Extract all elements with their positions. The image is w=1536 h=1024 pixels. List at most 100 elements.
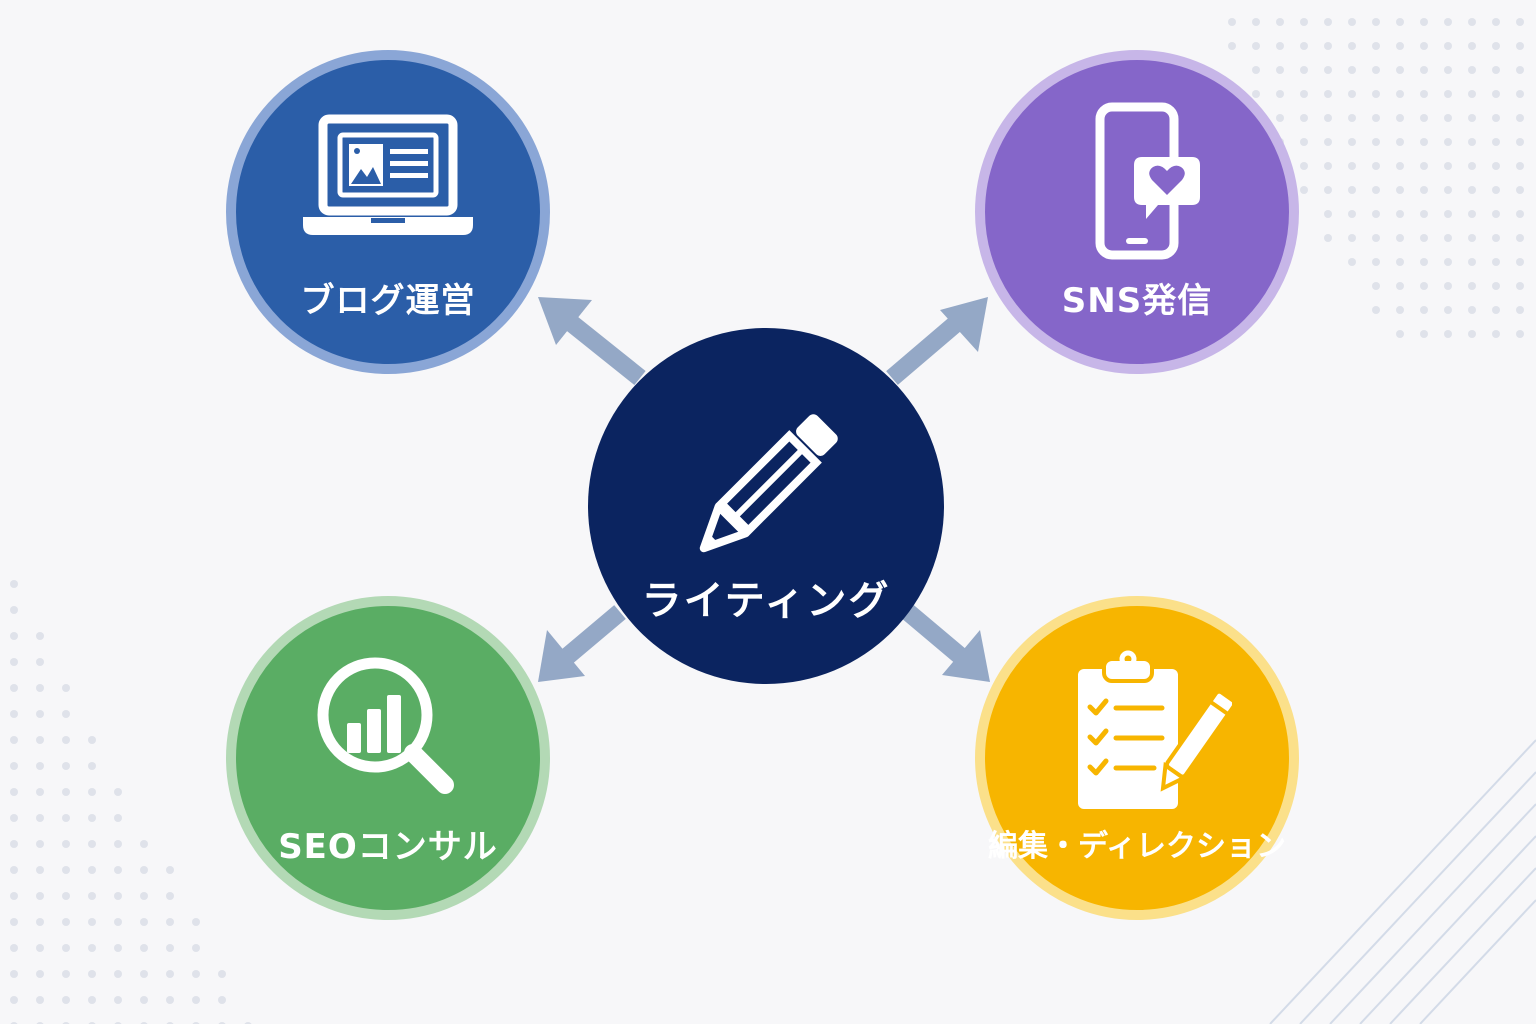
decoration-dot: [1372, 282, 1380, 290]
decoration-dot: [10, 632, 18, 640]
decoration-dot: [1324, 66, 1332, 74]
decoration-dot: [1348, 258, 1356, 266]
magnifier-chart-icon: [317, 657, 454, 794]
decoration-dot: [114, 892, 122, 900]
decoration-dot: [166, 892, 174, 900]
decoration-dot: [140, 918, 148, 926]
decoration-dot: [88, 892, 96, 900]
decoration-dot: [1372, 186, 1380, 194]
decoration-dot: [1396, 282, 1404, 290]
decoration-dot: [10, 684, 18, 692]
decoration-dot: [1516, 66, 1524, 74]
decoration-dot: [1444, 210, 1452, 218]
decoration-dot: [1468, 114, 1476, 122]
decoration-dot: [1348, 18, 1356, 26]
decoration-dot: [1516, 138, 1524, 146]
decoration-dot: [1372, 138, 1380, 146]
decoration-dot: [1420, 234, 1428, 242]
decoration-dot: [1300, 66, 1308, 74]
decoration-dot: [10, 996, 18, 1004]
decoration-dot: [62, 814, 70, 822]
decoration-dot: [36, 736, 44, 744]
decoration-dot: [10, 736, 18, 744]
decoration-dot: [114, 944, 122, 952]
decoration-dot: [1420, 282, 1428, 290]
decoration-dot: [140, 970, 148, 978]
decoration-dot: [1516, 42, 1524, 50]
decoration-dot: [1492, 138, 1500, 146]
smartphone-heart-icon: [1095, 102, 1200, 259]
decoration-dot: [10, 892, 18, 900]
decoration-dot: [10, 580, 18, 588]
decoration-dot: [1372, 162, 1380, 170]
decoration-dot: [1420, 66, 1428, 74]
decoration-dot: [1516, 90, 1524, 98]
decoration-dot: [1372, 258, 1380, 266]
decoration-dot: [1420, 306, 1428, 314]
decoration-dot: [1396, 306, 1404, 314]
decoration-dot: [36, 788, 44, 796]
decoration-dot: [1372, 306, 1380, 314]
decoration-dot: [1492, 18, 1500, 26]
decoration-dot: [1276, 114, 1284, 122]
decoration-dot: [1228, 18, 1236, 26]
decoration-dot: [88, 814, 96, 822]
decoration-dot: [36, 944, 44, 952]
decoration-dot: [1324, 210, 1332, 218]
decoration-dot: [114, 996, 122, 1004]
decoration-dot: [140, 840, 148, 848]
decoration-dot: [1396, 114, 1404, 122]
decoration-dot: [88, 840, 96, 848]
decoration-dot: [1420, 210, 1428, 218]
decoration-dot: [1468, 234, 1476, 242]
decoration-dot: [1348, 90, 1356, 98]
dot-pattern-bottom-left: [10, 580, 252, 1024]
decoration-dot: [1372, 66, 1380, 74]
decoration-dot: [62, 684, 70, 692]
dot-pattern-top-right: [1228, 18, 1524, 338]
decoration-dot: [1516, 258, 1524, 266]
decoration-dot: [36, 762, 44, 770]
decoration-dot: [62, 944, 70, 952]
decoration-dot: [1468, 258, 1476, 266]
decoration-dot: [36, 658, 44, 666]
decoration-dot: [36, 684, 44, 692]
decoration-dot: [1444, 306, 1452, 314]
decoration-dot: [1276, 66, 1284, 74]
blog-node: ブログ運営: [226, 50, 550, 374]
decoration-dot: [166, 970, 174, 978]
decoration-dot: [36, 866, 44, 874]
decoration-dot: [10, 970, 18, 978]
decoration-dot: [1396, 90, 1404, 98]
decoration-dot: [62, 892, 70, 900]
decoration-dot: [1468, 306, 1476, 314]
decoration-dot: [1324, 114, 1332, 122]
pencil-icon: [699, 414, 838, 553]
decoration-dot: [1468, 210, 1476, 218]
decoration-dot: [10, 788, 18, 796]
decoration-dot: [1492, 306, 1500, 314]
decoration-dot: [36, 892, 44, 900]
decoration-dot: [140, 892, 148, 900]
decoration-dot: [1372, 42, 1380, 50]
decoration-dot: [88, 788, 96, 796]
decoration-dot: [1348, 138, 1356, 146]
decoration-dot: [1516, 186, 1524, 194]
decoration-dot: [1492, 210, 1500, 218]
arrow-to-blog: [538, 297, 646, 386]
decoration-dot: [1468, 138, 1476, 146]
decoration-dot: [88, 762, 96, 770]
decoration-dot: [10, 606, 18, 614]
decoration-dot: [114, 788, 122, 796]
decoration-dot: [1324, 90, 1332, 98]
decoration-dot: [62, 788, 70, 796]
decoration-dot: [1324, 138, 1332, 146]
center-label: ライティング: [641, 578, 891, 624]
decoration-dot: [62, 762, 70, 770]
decoration-dot: [1300, 162, 1308, 170]
decoration-dot: [1300, 18, 1308, 26]
decoration-dot: [1444, 186, 1452, 194]
decoration-dot: [1492, 66, 1500, 74]
decoration-dot: [36, 632, 44, 640]
decoration-dot: [1492, 282, 1500, 290]
